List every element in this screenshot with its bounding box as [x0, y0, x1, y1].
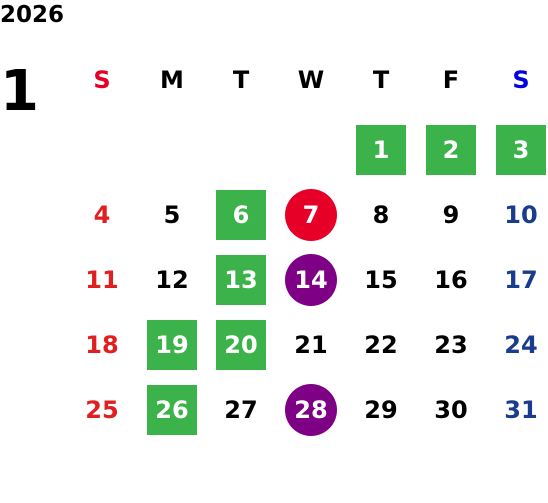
- calendar-day[interactable]: 1: [356, 125, 406, 175]
- calendar-day[interactable]: 8: [372, 201, 390, 229]
- calendar-day[interactable]: 27: [224, 396, 258, 424]
- weekday-label: W: [297, 66, 325, 94]
- calendar-day[interactable]: 12: [155, 266, 189, 294]
- calendar-day[interactable]: 14: [285, 254, 337, 306]
- calendar-day[interactable]: 10: [504, 201, 538, 229]
- weekday-label: S: [512, 66, 530, 94]
- calendar-day[interactable]: 20: [216, 320, 266, 370]
- calendar-day[interactable]: 19: [147, 320, 197, 370]
- calendar-day[interactable]: 7: [285, 189, 337, 241]
- calendar-day[interactable]: 24: [504, 331, 538, 359]
- month-number: 1: [0, 59, 39, 124]
- weekday-label: T: [232, 66, 250, 94]
- weekday-label: M: [160, 66, 184, 94]
- calendar-day[interactable]: 2: [426, 125, 476, 175]
- calendar-day[interactable]: 17: [504, 266, 538, 294]
- calendar-day[interactable]: 18: [85, 331, 119, 359]
- calendar-day[interactable]: 5: [163, 201, 181, 229]
- calendar-day[interactable]: 26: [147, 385, 197, 435]
- calendar-day[interactable]: 28: [285, 384, 337, 436]
- calendar-day[interactable]: 13: [216, 255, 266, 305]
- calendar-day[interactable]: 30: [434, 396, 468, 424]
- calendar-day[interactable]: 4: [93, 201, 111, 229]
- calendar-day[interactable]: 16: [434, 266, 468, 294]
- calendar-day[interactable]: 25: [85, 396, 119, 424]
- calendar-day[interactable]: 6: [216, 190, 266, 240]
- calendar-day[interactable]: 22: [364, 331, 398, 359]
- calendar-day[interactable]: 29: [364, 396, 398, 424]
- weekday-label: S: [93, 66, 111, 94]
- calendar-day[interactable]: 11: [85, 266, 119, 294]
- year-label: 2026: [0, 2, 65, 28]
- calendar-day[interactable]: 15: [364, 266, 398, 294]
- calendar-day[interactable]: 23: [434, 331, 468, 359]
- weekday-label: T: [372, 66, 390, 94]
- calendar-day[interactable]: 31: [504, 396, 538, 424]
- weekday-label: F: [442, 66, 460, 94]
- calendar-day[interactable]: 3: [496, 125, 546, 175]
- calendar-day[interactable]: 21: [294, 331, 328, 359]
- calendar-day[interactable]: 9: [442, 201, 460, 229]
